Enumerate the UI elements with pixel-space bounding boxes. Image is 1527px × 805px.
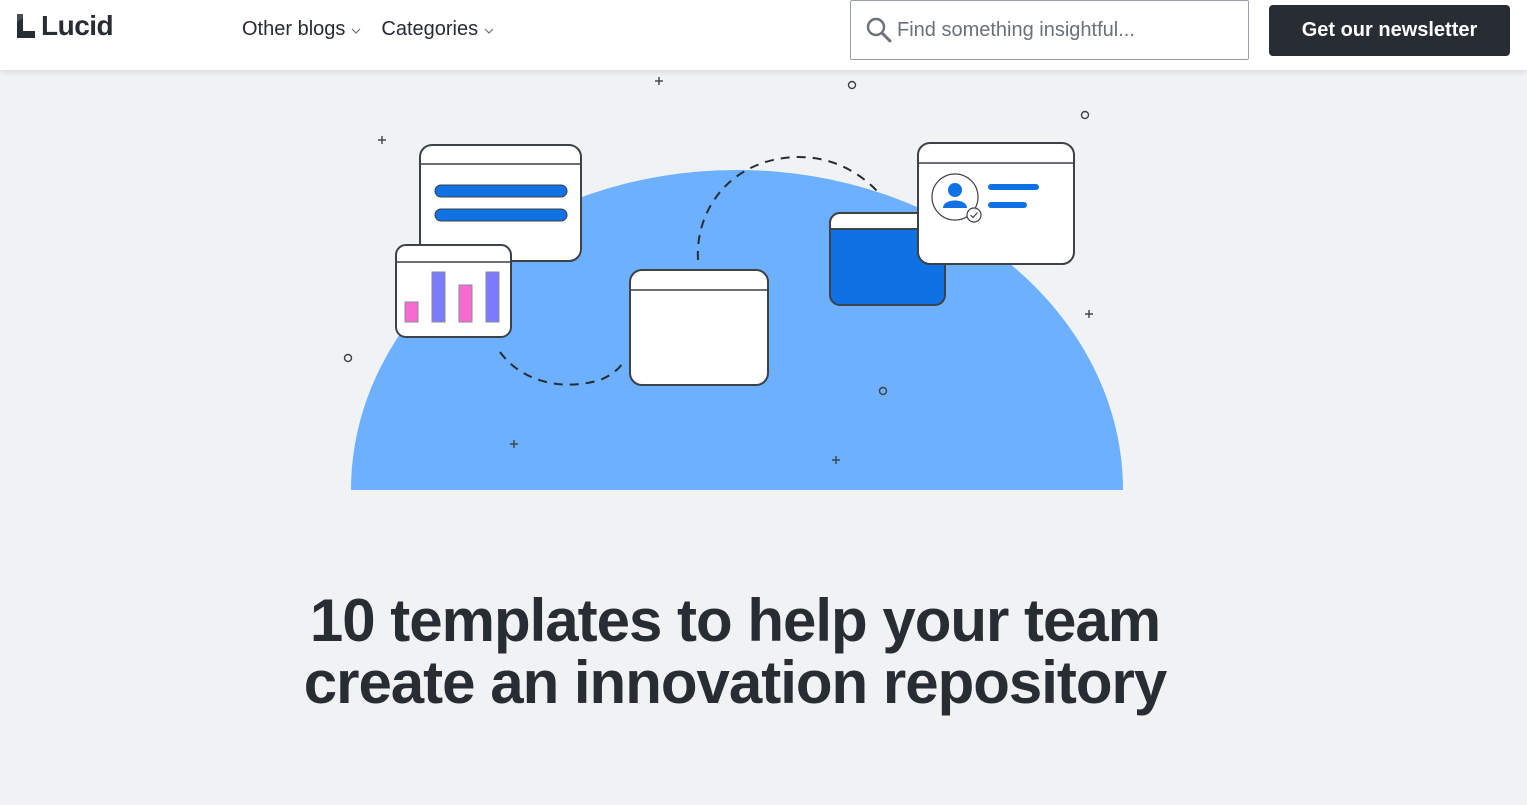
search-box[interactable] (850, 0, 1249, 60)
nav-categories[interactable]: Categories (381, 18, 494, 41)
sparkle-circle-icons (343, 80, 1090, 396)
sparkle-plus-icons (378, 77, 1093, 464)
nav-other-blogs[interactable]: Other blogs (242, 18, 361, 41)
blue-window-icon (829, 212, 946, 306)
bar-chart-window-icon (395, 244, 512, 338)
profile-window-icon (917, 142, 1075, 265)
article-title: 10 templates to help your team create an… (303, 587, 1168, 716)
site-header: Lucid Other blogs Categories Get our new… (0, 0, 1527, 70)
dashed-arc-left (499, 351, 623, 386)
blank-window-icon (629, 269, 769, 386)
search-input[interactable] (897, 18, 1237, 42)
hero-svg (343, 77, 1123, 490)
lucid-logo[interactable]: Lucid (15, 10, 114, 42)
search-icon (866, 17, 892, 43)
chevron-down-icon (351, 28, 361, 34)
hero-illustration (0, 70, 1527, 490)
newsletter-button[interactable]: Get our newsletter (1269, 5, 1510, 56)
nav-other-blogs-label: Other blogs (242, 18, 346, 40)
logo-text: Lucid (41, 10, 114, 41)
dashed-arc-right (696, 155, 879, 261)
chevron-down-icon (484, 28, 494, 34)
nav-categories-label: Categories (381, 18, 479, 40)
list-window-icon (419, 144, 582, 262)
lucid-logo-icon (17, 14, 35, 38)
main-nav: Other blogs Categories (242, 18, 494, 41)
